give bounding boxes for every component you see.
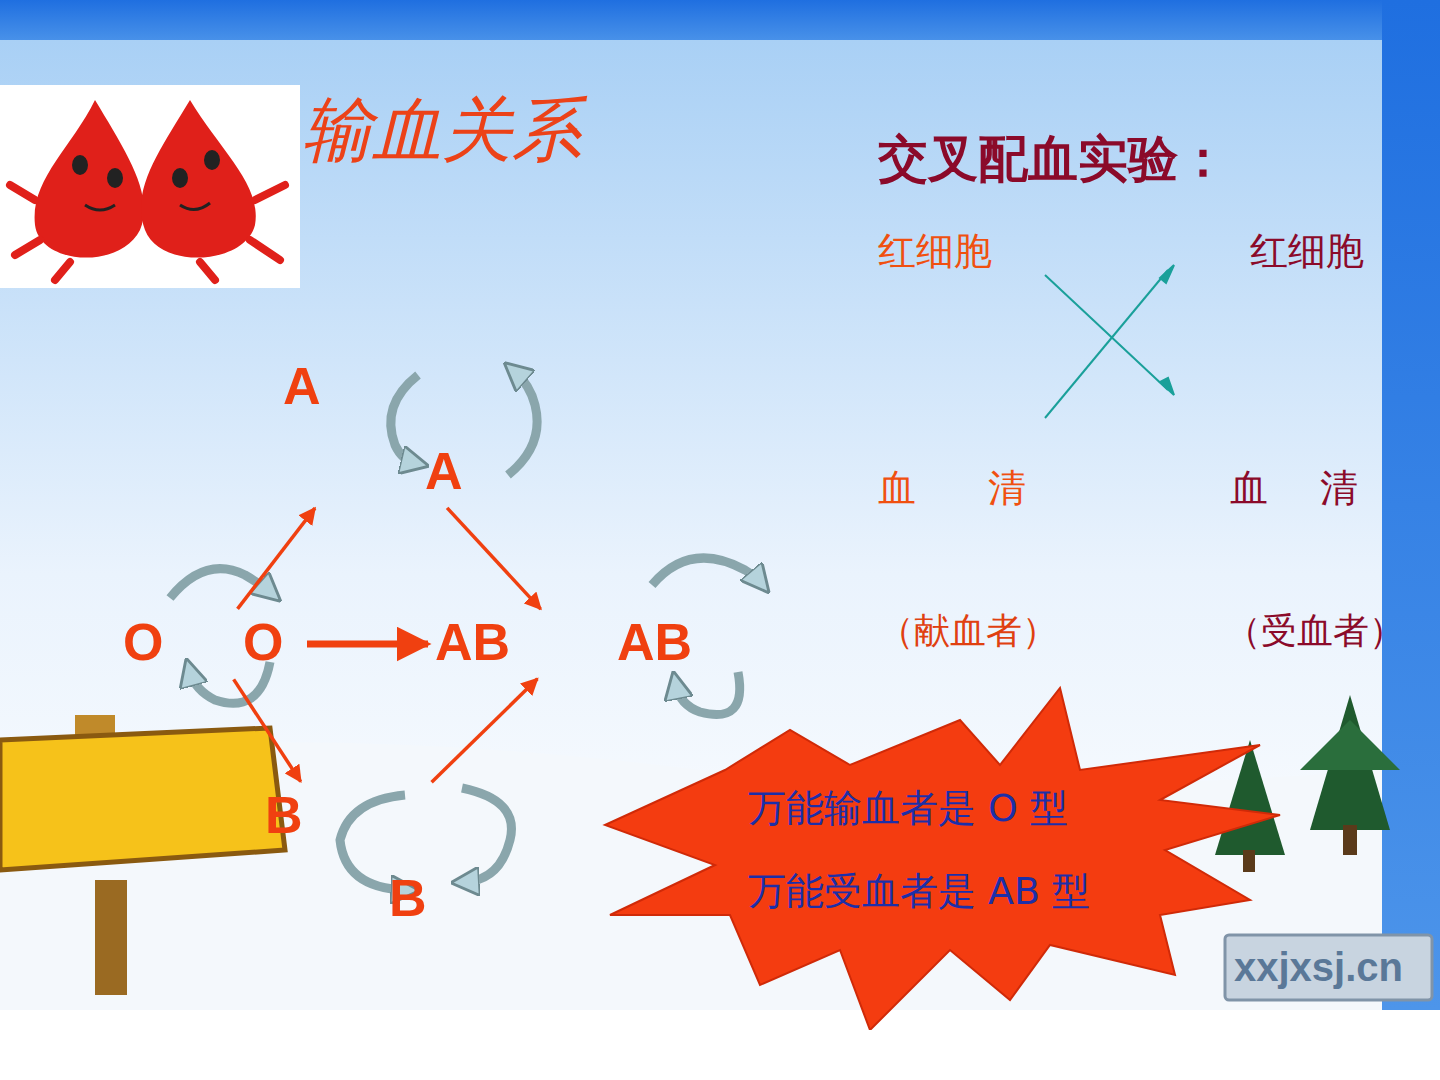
starburst-callout: 万能输血者是 O 型万能受血者是 AB 型: [600, 685, 1285, 1030]
blood-drop-illustration: [10, 100, 285, 280]
blood-type-letter: B: [389, 870, 427, 927]
blood-type-letter: B: [265, 787, 303, 844]
blood-type-letter: O: [243, 614, 283, 671]
blood-type-group: AA: [280, 355, 470, 505]
blood-type-group: OO: [118, 612, 303, 676]
blood-type-group: AB AB: [432, 612, 714, 676]
donor-label: （献血者）: [878, 608, 1058, 653]
transfusion-arrow: [234, 679, 301, 781]
serum-label: 血 清: [1230, 465, 1358, 513]
recipient-label: （受血者）: [1225, 608, 1405, 653]
blood-type-group: BB: [262, 785, 442, 935]
callout-text: 万能受血者是 AB 型: [748, 868, 1090, 916]
blood-type-letter: A: [283, 358, 321, 415]
blood-type-letter: AB: [617, 614, 692, 671]
cell-label: 红细胞: [1250, 228, 1364, 276]
sign-post: [0, 715, 285, 995]
blood-type-letter: O: [123, 614, 163, 671]
callout-text: 万能输血者是 O 型: [748, 785, 1068, 833]
blood-type-letter: A: [425, 443, 463, 500]
cell-label: 红细胞: [878, 228, 992, 276]
blood-type-letter: AB: [435, 614, 510, 671]
transfusion-arrow: [307, 641, 428, 648]
transfusion-arrow: [238, 508, 315, 609]
section-heading: 交叉配血实验：: [878, 128, 1228, 191]
transfusion-arrow: [432, 679, 538, 782]
serum-label: 血 清: [878, 465, 1026, 513]
cross-lines: [1045, 265, 1174, 418]
transfusion-arrow: [447, 508, 541, 609]
pine-trees: [1215, 695, 1400, 872]
slide-title: 输血关系: [302, 88, 582, 172]
watermark: xxjxsj.cn: [1234, 942, 1403, 992]
starburst-shape: [600, 685, 1285, 1030]
